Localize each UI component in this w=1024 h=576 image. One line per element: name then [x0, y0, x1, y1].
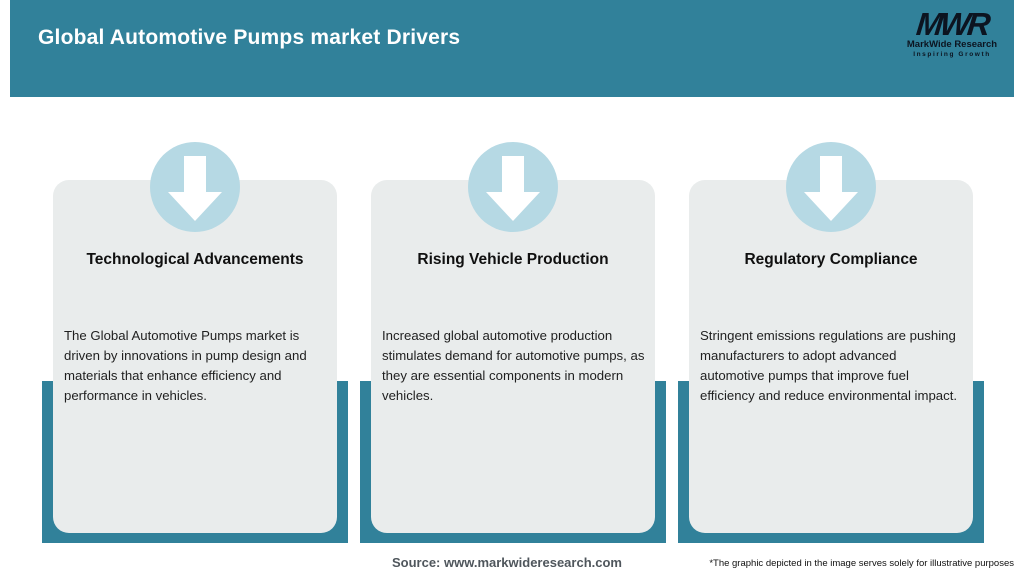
driver-card-technological-advancements: Technological Advancements The Global Au…: [53, 180, 337, 533]
card-description: Increased global automotive production s…: [382, 328, 645, 403]
down-arrow-icon: [804, 156, 858, 221]
card-title: Technological Advancements: [86, 251, 304, 268]
down-arrow-badge: [150, 142, 240, 232]
page-title: Global Automotive Pumps market Drivers: [38, 26, 461, 49]
down-arrow-icon: [168, 156, 222, 221]
card-title: Rising Vehicle Production: [417, 251, 609, 268]
driver-card-rising-vehicle-production: Rising Vehicle Production Increased glob…: [371, 180, 655, 533]
disclaimer-note: *The graphic depicted in the image serve…: [709, 558, 1014, 569]
down-arrow-badge: [786, 142, 876, 232]
mwr-logo-icon: MWR: [914, 6, 990, 42]
down-arrow-icon: [486, 156, 540, 221]
logo-tagline: Inspiring Growth: [913, 51, 991, 58]
header-bar: Global Automotive Pumps market Drivers M…: [10, 0, 1014, 97]
down-arrow-badge: [468, 142, 558, 232]
logo-name: MarkWide Research: [906, 39, 998, 50]
card-description: The Global Automotive Pumps market is dr…: [64, 328, 307, 403]
card-description: Stringent emissions regulations are push…: [700, 328, 958, 403]
markwide-research-logo: MWR MarkWide Research Inspiring Growth: [904, 6, 1000, 59]
card-title: Regulatory Compliance: [744, 251, 918, 268]
driver-card-regulatory-compliance: Regulatory Compliance Stringent emission…: [689, 180, 973, 533]
source-attribution: Source: www.markwideresearch.com: [391, 555, 622, 570]
